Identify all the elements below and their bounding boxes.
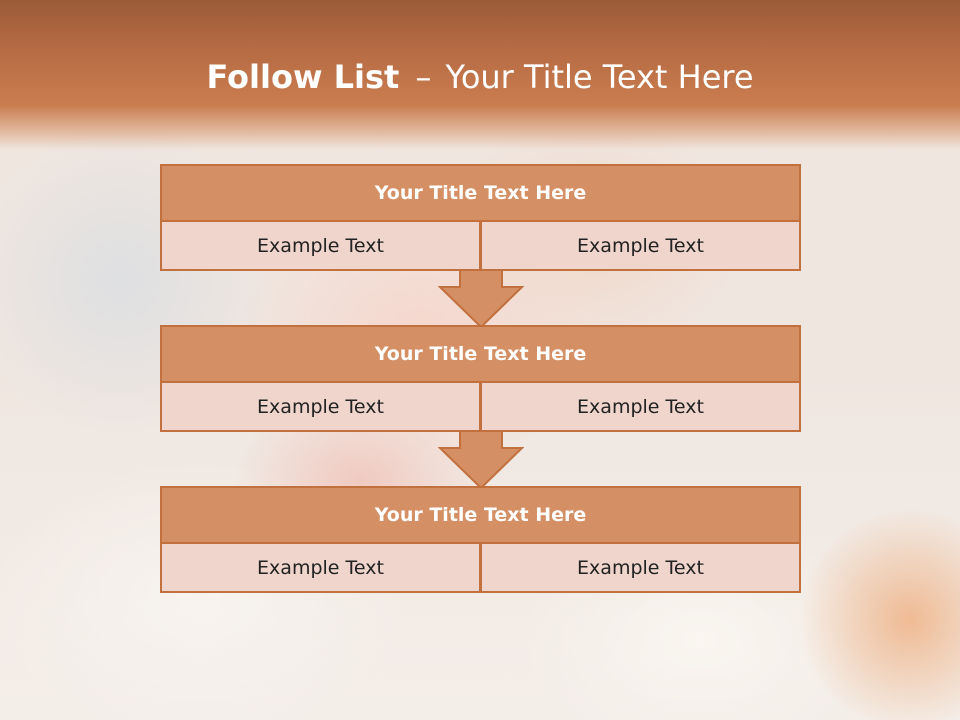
down-arrow-icon bbox=[438, 430, 524, 490]
step-cell-left: Example Text bbox=[160, 220, 481, 271]
step-cell-left: Example Text bbox=[160, 542, 481, 593]
step-block-3: Your Title Text Here Example Text Exampl… bbox=[160, 486, 801, 593]
step-cell-right: Example Text bbox=[480, 381, 801, 432]
step-title: Your Title Text Here bbox=[160, 325, 801, 383]
step-block-2: Your Title Text Here Example Text Exampl… bbox=[160, 325, 801, 432]
step-block-1: Your Title Text Here Example Text Exampl… bbox=[160, 164, 801, 271]
slide-title-rest: Your Title Text Here bbox=[445, 58, 754, 96]
title-banner bbox=[0, 0, 960, 150]
slide-title-dash: – bbox=[415, 58, 432, 96]
step-cell-right: Example Text bbox=[480, 220, 801, 271]
step-cell-right: Example Text bbox=[480, 542, 801, 593]
down-arrow-icon bbox=[438, 269, 524, 329]
step-title: Your Title Text Here bbox=[160, 486, 801, 544]
slide-title: Follow List– Your Title Text Here bbox=[0, 54, 960, 100]
slide-title-bold: Follow List bbox=[206, 58, 400, 96]
step-cell-left: Example Text bbox=[160, 381, 481, 432]
step-title: Your Title Text Here bbox=[160, 164, 801, 222]
